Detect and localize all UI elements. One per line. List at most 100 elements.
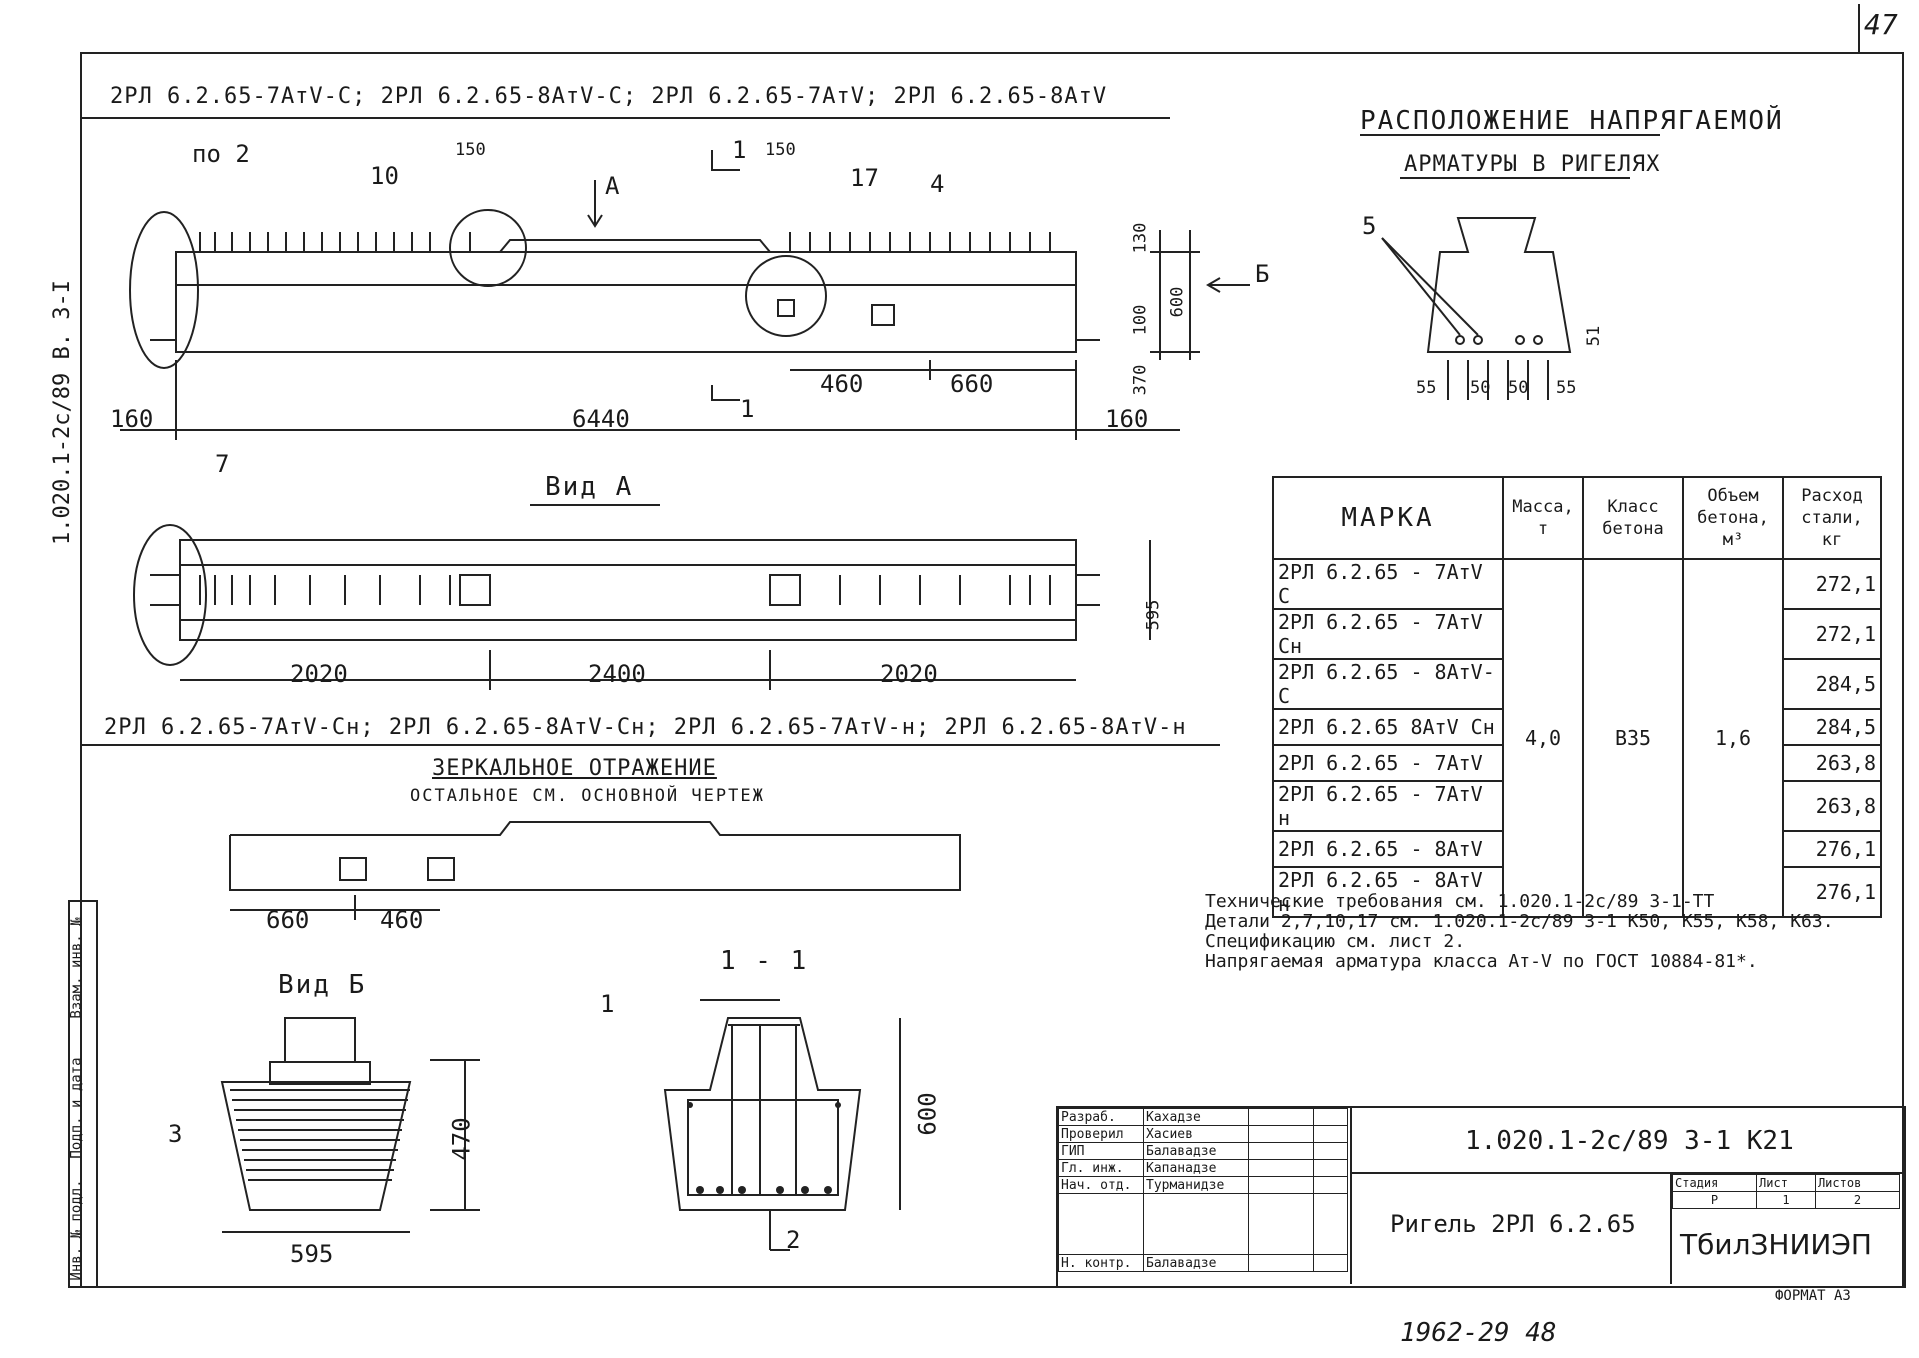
- sig-row: Разраб.Кахадзе: [1058, 1108, 1348, 1126]
- dim-660: 660: [950, 370, 994, 398]
- top-variants: 2РЛ 6.2.65-7АтV-С; 2РЛ 6.2.65-8АтV-С; 2Р…: [110, 84, 1108, 109]
- dim-b595: 595: [290, 1240, 334, 1268]
- callout-7: 7: [215, 450, 230, 478]
- marka-header-row: Марка Масса, т Класс бетона Объем бетона…: [1272, 476, 1882, 560]
- tb-divider-v2: [1670, 1172, 1672, 1284]
- view-b-title: Вид Б: [278, 970, 367, 1000]
- callout-1b: 1: [740, 395, 755, 423]
- steel-cell: 276,1: [1782, 830, 1882, 868]
- placement-title-2: арматуры в ригелях: [1404, 152, 1661, 177]
- sig-date: [1313, 1125, 1348, 1143]
- dim-p51: 51: [1584, 325, 1605, 347]
- sig-date: [1313, 1176, 1348, 1194]
- stage-head-row: Стадия Лист Листов: [1671, 1174, 1901, 1192]
- sig-date: [1313, 1254, 1348, 1272]
- callout-A: А: [605, 172, 620, 200]
- note-line: Детали 2,7,10,17 см. 1.020.1-2с/89 3-1 К…: [1205, 911, 1834, 932]
- section-1-1: [663, 1017, 862, 1211]
- sig-sign: [1248, 1125, 1314, 1143]
- sig-name: Балавадзе: [1143, 1142, 1249, 1160]
- doc-title: Ригель 2РЛ 6.2.65: [1390, 1210, 1636, 1238]
- dim-595: 595: [1143, 599, 1164, 631]
- dim-370: 370: [1130, 364, 1151, 396]
- note-line: Спецификацию см. лист 2.: [1205, 931, 1466, 952]
- sig-sign: [1248, 1254, 1314, 1272]
- marka-table: Марка Масса, т Класс бетона Объем бетона…: [1272, 476, 1882, 918]
- callout-1s: 1: [600, 990, 615, 1018]
- mirror-beam: [229, 821, 961, 891]
- sig-date: [1313, 1159, 1348, 1177]
- dim-6440: 6440: [572, 405, 630, 433]
- sig-sign: [1248, 1159, 1314, 1177]
- marka-cell: 2РЛ 6.2.65 - 7АтV Сн: [1272, 608, 1504, 660]
- sig-role: [1058, 1193, 1144, 1255]
- dim-p50a: 50: [1470, 378, 1491, 398]
- steel-cell: 263,8: [1782, 744, 1882, 782]
- table-row: 2РЛ 6.2.65 - 7АтV Сн 272,1: [1272, 608, 1882, 660]
- callout-1a: 1: [732, 136, 747, 164]
- title-block: [1056, 1106, 1906, 1288]
- dim-p55a: 55: [1416, 378, 1437, 398]
- note-line: Напрягаемая арматура класса Ат-V по ГОСТ…: [1205, 951, 1758, 972]
- steel-cell: 272,1: [1782, 558, 1882, 610]
- marka-cell: 2РЛ 6.2.65 - 7АтV н: [1272, 780, 1504, 832]
- dim-m660: 660: [266, 906, 310, 934]
- view-b-section: [220, 1081, 412, 1211]
- dim-p55b: 55: [1556, 378, 1577, 398]
- steel-cell: 276,1: [1782, 866, 1882, 918]
- marka-cell: 2РЛ 6.2.65 - 8АтV н: [1272, 866, 1504, 918]
- sheet-label: Лист: [1756, 1174, 1816, 1192]
- sig-name: Балавадзе: [1143, 1254, 1249, 1272]
- sig-name: Капанадзе: [1143, 1159, 1249, 1177]
- th-volume: Объем бетона, м³: [1682, 476, 1784, 560]
- table-row: 2РЛ 6.2.65 - 7АтV н 263,8: [1272, 780, 1882, 832]
- page-number-rule: [1858, 4, 1860, 54]
- callout-po2: по 2: [192, 140, 250, 168]
- steel-cell: 272,1: [1782, 608, 1882, 660]
- sheet-value: 1: [1756, 1191, 1816, 1209]
- org-name: ТбилЗНИИЭП: [1680, 1228, 1872, 1261]
- stage-table: Стадия Лист Листов Р 1 2: [1671, 1174, 1901, 1209]
- th-mass: Масса, т: [1502, 476, 1584, 560]
- sig-name: Хасиев: [1143, 1125, 1249, 1143]
- table-row: 2РЛ 6.2.65 - 8АтV н 276,1: [1272, 866, 1882, 918]
- sheets-label: Листов: [1814, 1174, 1901, 1192]
- sig-date: [1313, 1142, 1348, 1160]
- view-a-plan: [179, 539, 1077, 641]
- tb-divider: [1350, 1106, 1352, 1284]
- sig-role: Разраб.: [1058, 1108, 1144, 1126]
- marka-cell: 2РЛ 6.2.65 - 8АтV: [1272, 830, 1504, 868]
- callout-5: 5: [1362, 212, 1377, 240]
- sig-row: Н. контр.Балавадзе: [1058, 1254, 1348, 1272]
- dim-p50b: 50: [1508, 378, 1529, 398]
- sig-sign: [1248, 1176, 1314, 1194]
- dim-160-right: 160: [1105, 405, 1149, 433]
- page-number: 47: [1864, 8, 1898, 41]
- sig-row: Гл. инж.Капанадзе: [1058, 1159, 1348, 1177]
- table-row: 2РЛ 6.2.65 - 7АтV С 4,0 В35 1,6 272,1: [1272, 558, 1882, 918]
- callout-B: Б: [1255, 260, 1270, 288]
- sig-role: Проверил: [1058, 1125, 1144, 1143]
- mass-cell: 4,0: [1502, 558, 1584, 918]
- callout-17: 17: [850, 164, 879, 192]
- steel-cell: 263,8: [1782, 780, 1882, 832]
- beam-elevation: [175, 251, 1077, 353]
- marka-cell: 2РЛ 6.2.65 8АтV Сн: [1272, 708, 1504, 746]
- callout-2s: 2: [786, 1226, 801, 1254]
- sig-date: [1313, 1193, 1348, 1255]
- th-class: Класс бетона: [1582, 476, 1684, 560]
- section-title: 1 - 1: [720, 946, 809, 976]
- stage-value: Р: [1671, 1191, 1758, 1209]
- callout-3: 3: [168, 1120, 183, 1148]
- steel-cell: 284,5: [1782, 658, 1882, 710]
- marka-cell: 2РЛ 6.2.65 - 8АтV-С: [1272, 658, 1504, 710]
- th-steel: Расход стали, кг: [1782, 476, 1882, 560]
- stage-label: Стадия: [1671, 1174, 1758, 1192]
- note-line: Технические требования см. 1.020.1-2с/89…: [1205, 891, 1715, 912]
